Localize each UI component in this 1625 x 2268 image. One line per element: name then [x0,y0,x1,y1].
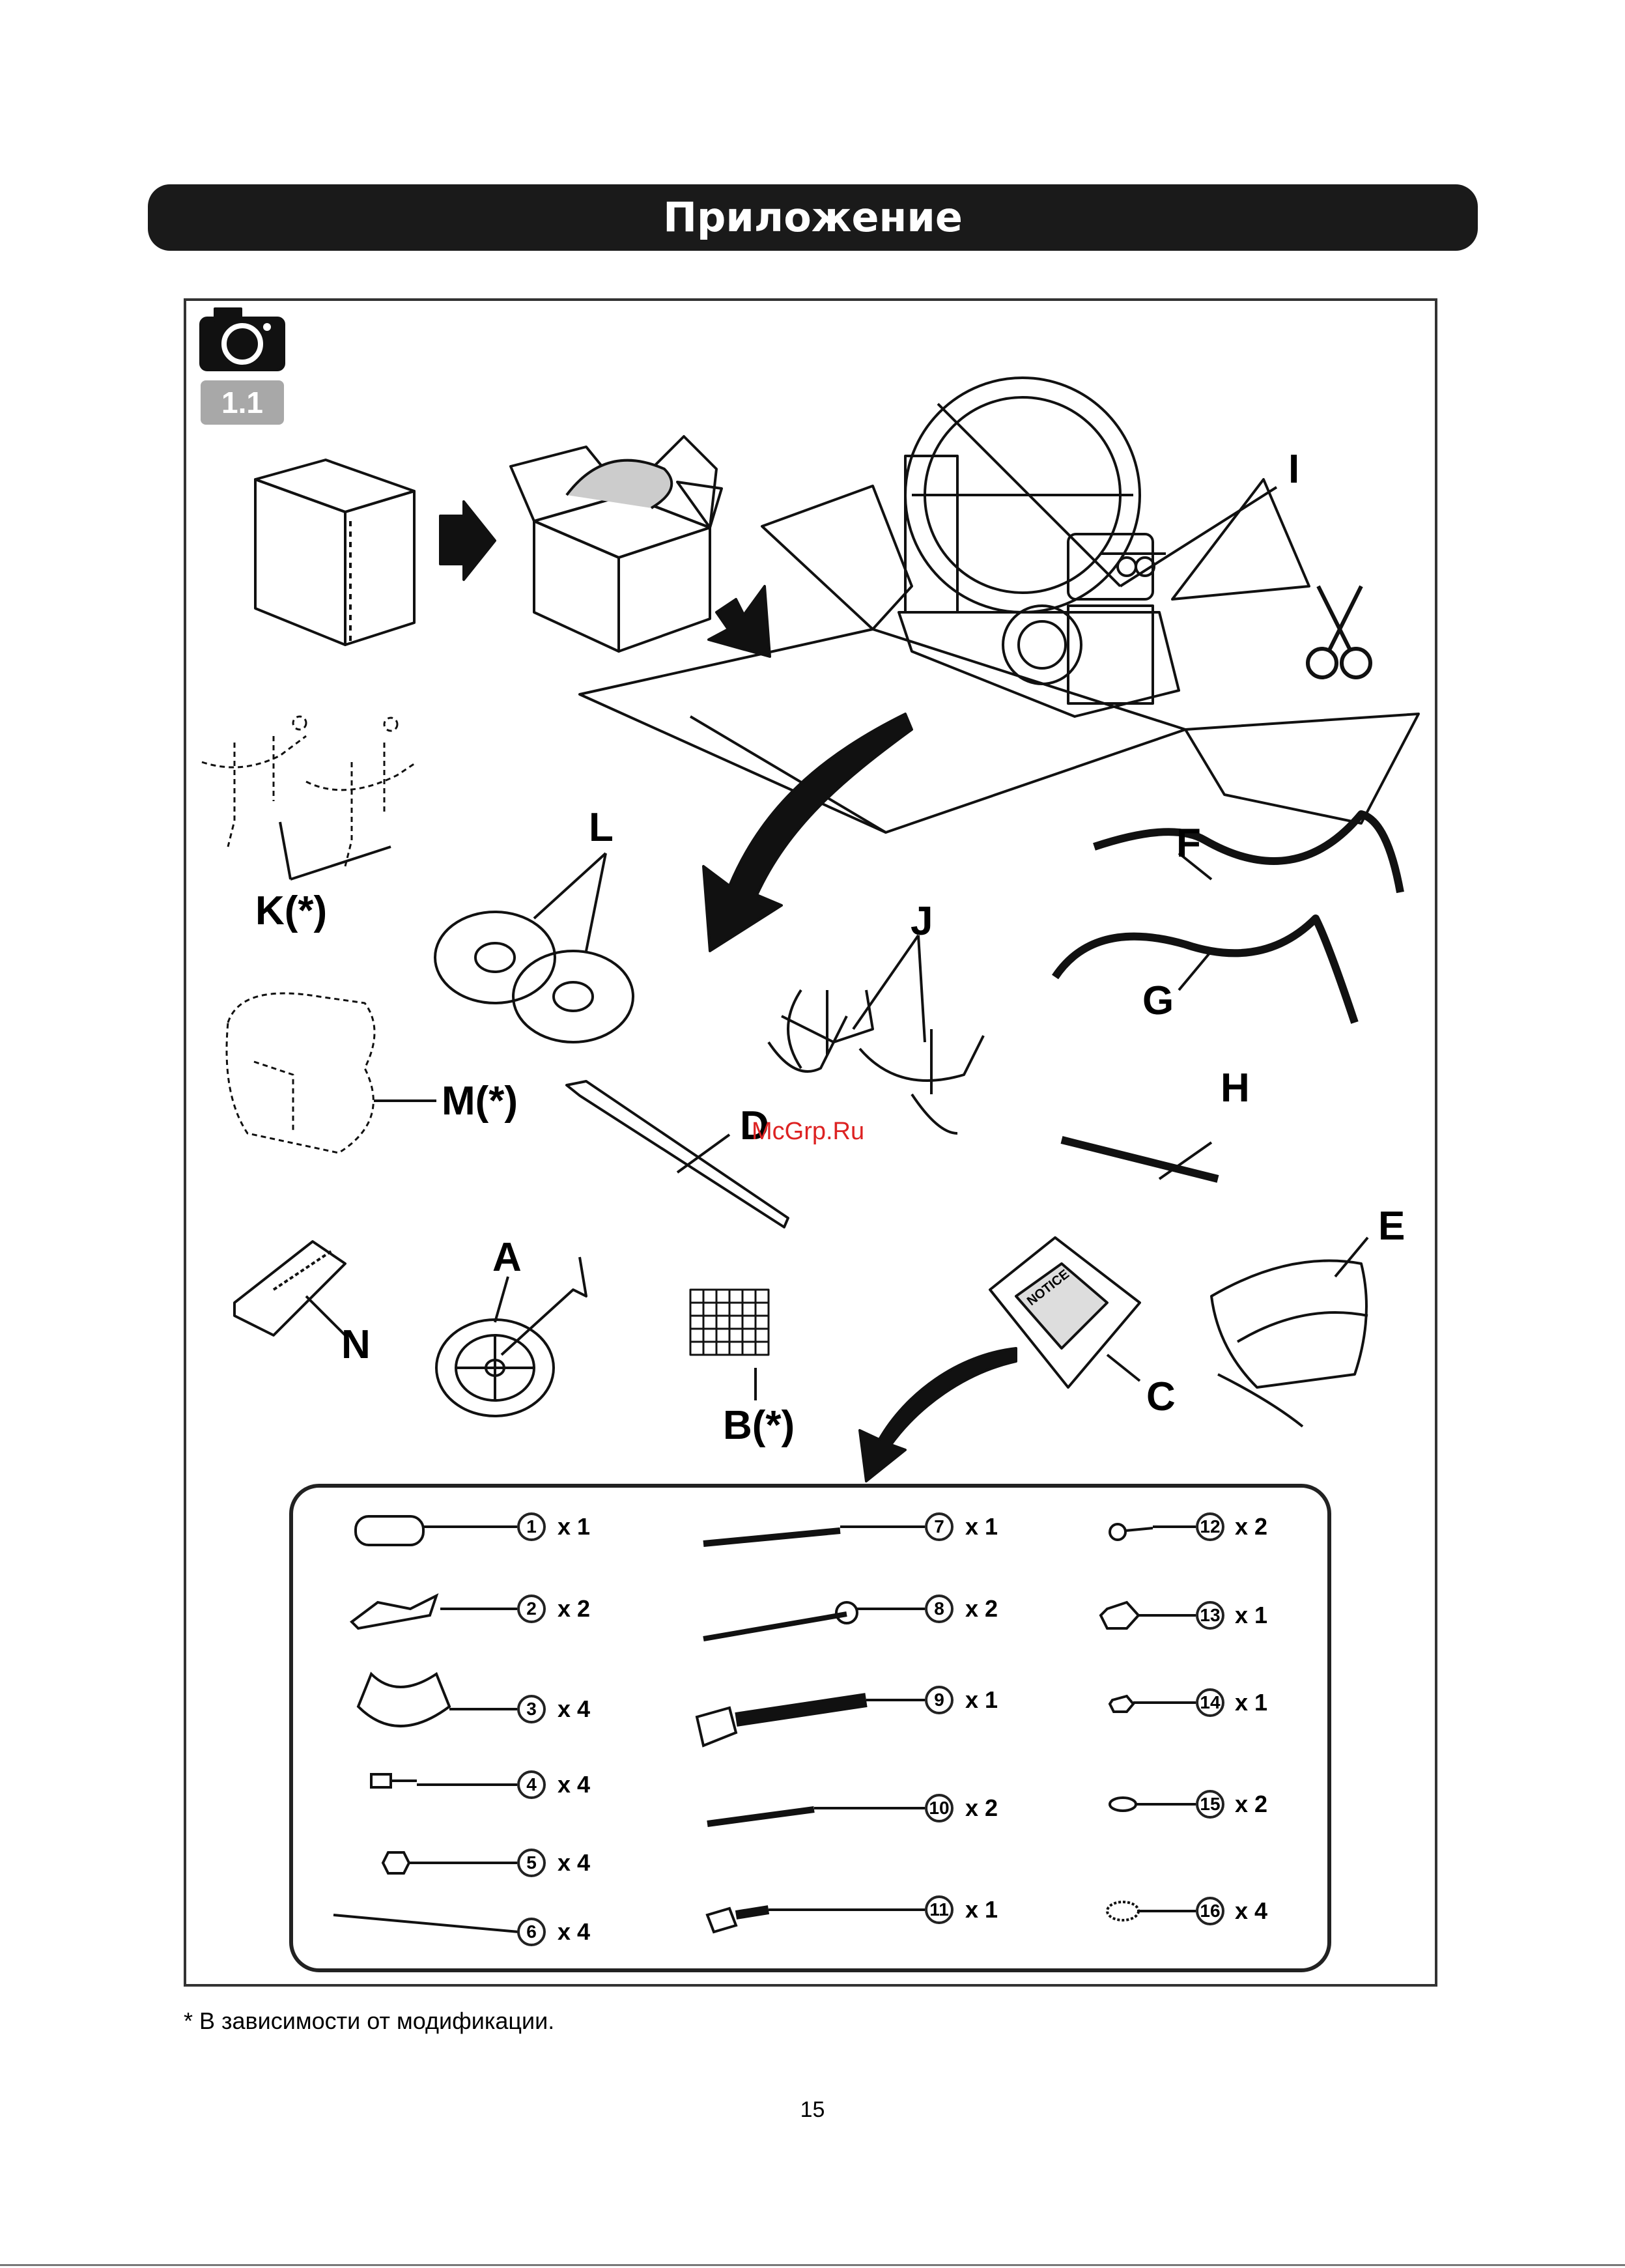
part-qty-5: x 4 [558,1851,590,1875]
grid-part-b [690,1290,769,1355]
open-box-icon [511,436,722,651]
label-i: I [1288,449,1299,490]
part-number-1: 1 [517,1512,546,1541]
part-qty-10: x 2 [965,1796,998,1820]
part-qty-9: x 1 [965,1688,998,1712]
part-qty-1: x 1 [558,1515,590,1538]
big-curved-arrow-icon [703,714,912,951]
engine-cover-m [227,993,374,1153]
part-number-6: 6 [517,1918,546,1946]
part-number-4: 4 [517,1770,546,1799]
arrow-down-right-icon [709,586,770,657]
camera-icon [201,309,284,370]
part-number-15: 15 [1196,1790,1224,1819]
scissors-icon [1308,586,1370,677]
part-qty-2: x 2 [558,1597,590,1621]
part-number-8: 8 [925,1595,954,1623]
carton-base [580,479,1419,832]
part-qty-11: x 1 [965,1898,998,1921]
part-qty-14: x 1 [1235,1691,1267,1714]
part-number-10: 10 [925,1794,954,1822]
tines-j [769,990,983,1133]
arrow-right-icon [440,502,495,580]
part-qty-13: x 1 [1235,1604,1267,1627]
handlebar-g [1055,918,1355,1023]
label-a: A [492,1238,522,1278]
leader-line-I [1120,487,1277,586]
clip-n [234,1241,345,1335]
watermark: McGrp.Ru [752,1118,864,1146]
part-number-2: 2 [517,1595,546,1623]
part-qty-6: x 4 [558,1920,590,1944]
part-number-12: 12 [1196,1512,1224,1541]
part-qty-4: x 4 [558,1773,590,1796]
bottom-rule [0,2264,1625,2266]
part-number-3: 3 [517,1695,546,1723]
label-j: J [911,901,933,942]
label-f: F [1176,823,1201,864]
protection-discs-l [435,912,633,1042]
label-h: H [1221,1068,1250,1109]
part-number-7: 7 [925,1512,954,1541]
label-l: L [589,808,614,848]
page-number: 15 [0,2097,1625,2123]
mudguards-e [1211,1261,1368,1426]
tiller-machine [899,378,1179,716]
parts-bag-c [990,1238,1140,1387]
label-n: N [341,1325,371,1365]
rod-h [1062,1140,1218,1179]
part-number-9: 9 [925,1686,954,1714]
part-qty-12: x 2 [1235,1515,1267,1538]
part-number-13: 13 [1196,1601,1224,1630]
footnote: * В зависимости от модификации. [184,2007,554,2035]
small-curved-arrow-icon [860,1348,1016,1481]
closed-box-icon [255,460,414,645]
part-number-5: 5 [517,1849,546,1877]
part-number-14: 14 [1196,1688,1224,1717]
part-number-16: 16 [1196,1897,1224,1925]
label-b: B(*) [723,1406,795,1446]
part-qty-15: x 2 [1235,1793,1267,1816]
label-e: E [1378,1206,1405,1247]
label-k: K(*) [255,891,327,931]
part-qty-3: x 4 [558,1697,590,1721]
hardware-parts-box [289,1484,1331,1972]
figure-badge: 1.1 [201,380,284,425]
part-qty-7: x 1 [965,1515,998,1538]
part-qty-16: x 4 [1235,1899,1267,1923]
handlebar-f [1094,814,1400,892]
label-g: G [1142,981,1174,1021]
part-number-11: 11 [925,1895,954,1924]
part-qty-8: x 2 [965,1597,998,1621]
label-c: C [1146,1377,1176,1417]
transport-wheel-a [436,1257,586,1416]
label-m: M(*) [442,1081,518,1122]
handle-bars-k [202,716,417,866]
